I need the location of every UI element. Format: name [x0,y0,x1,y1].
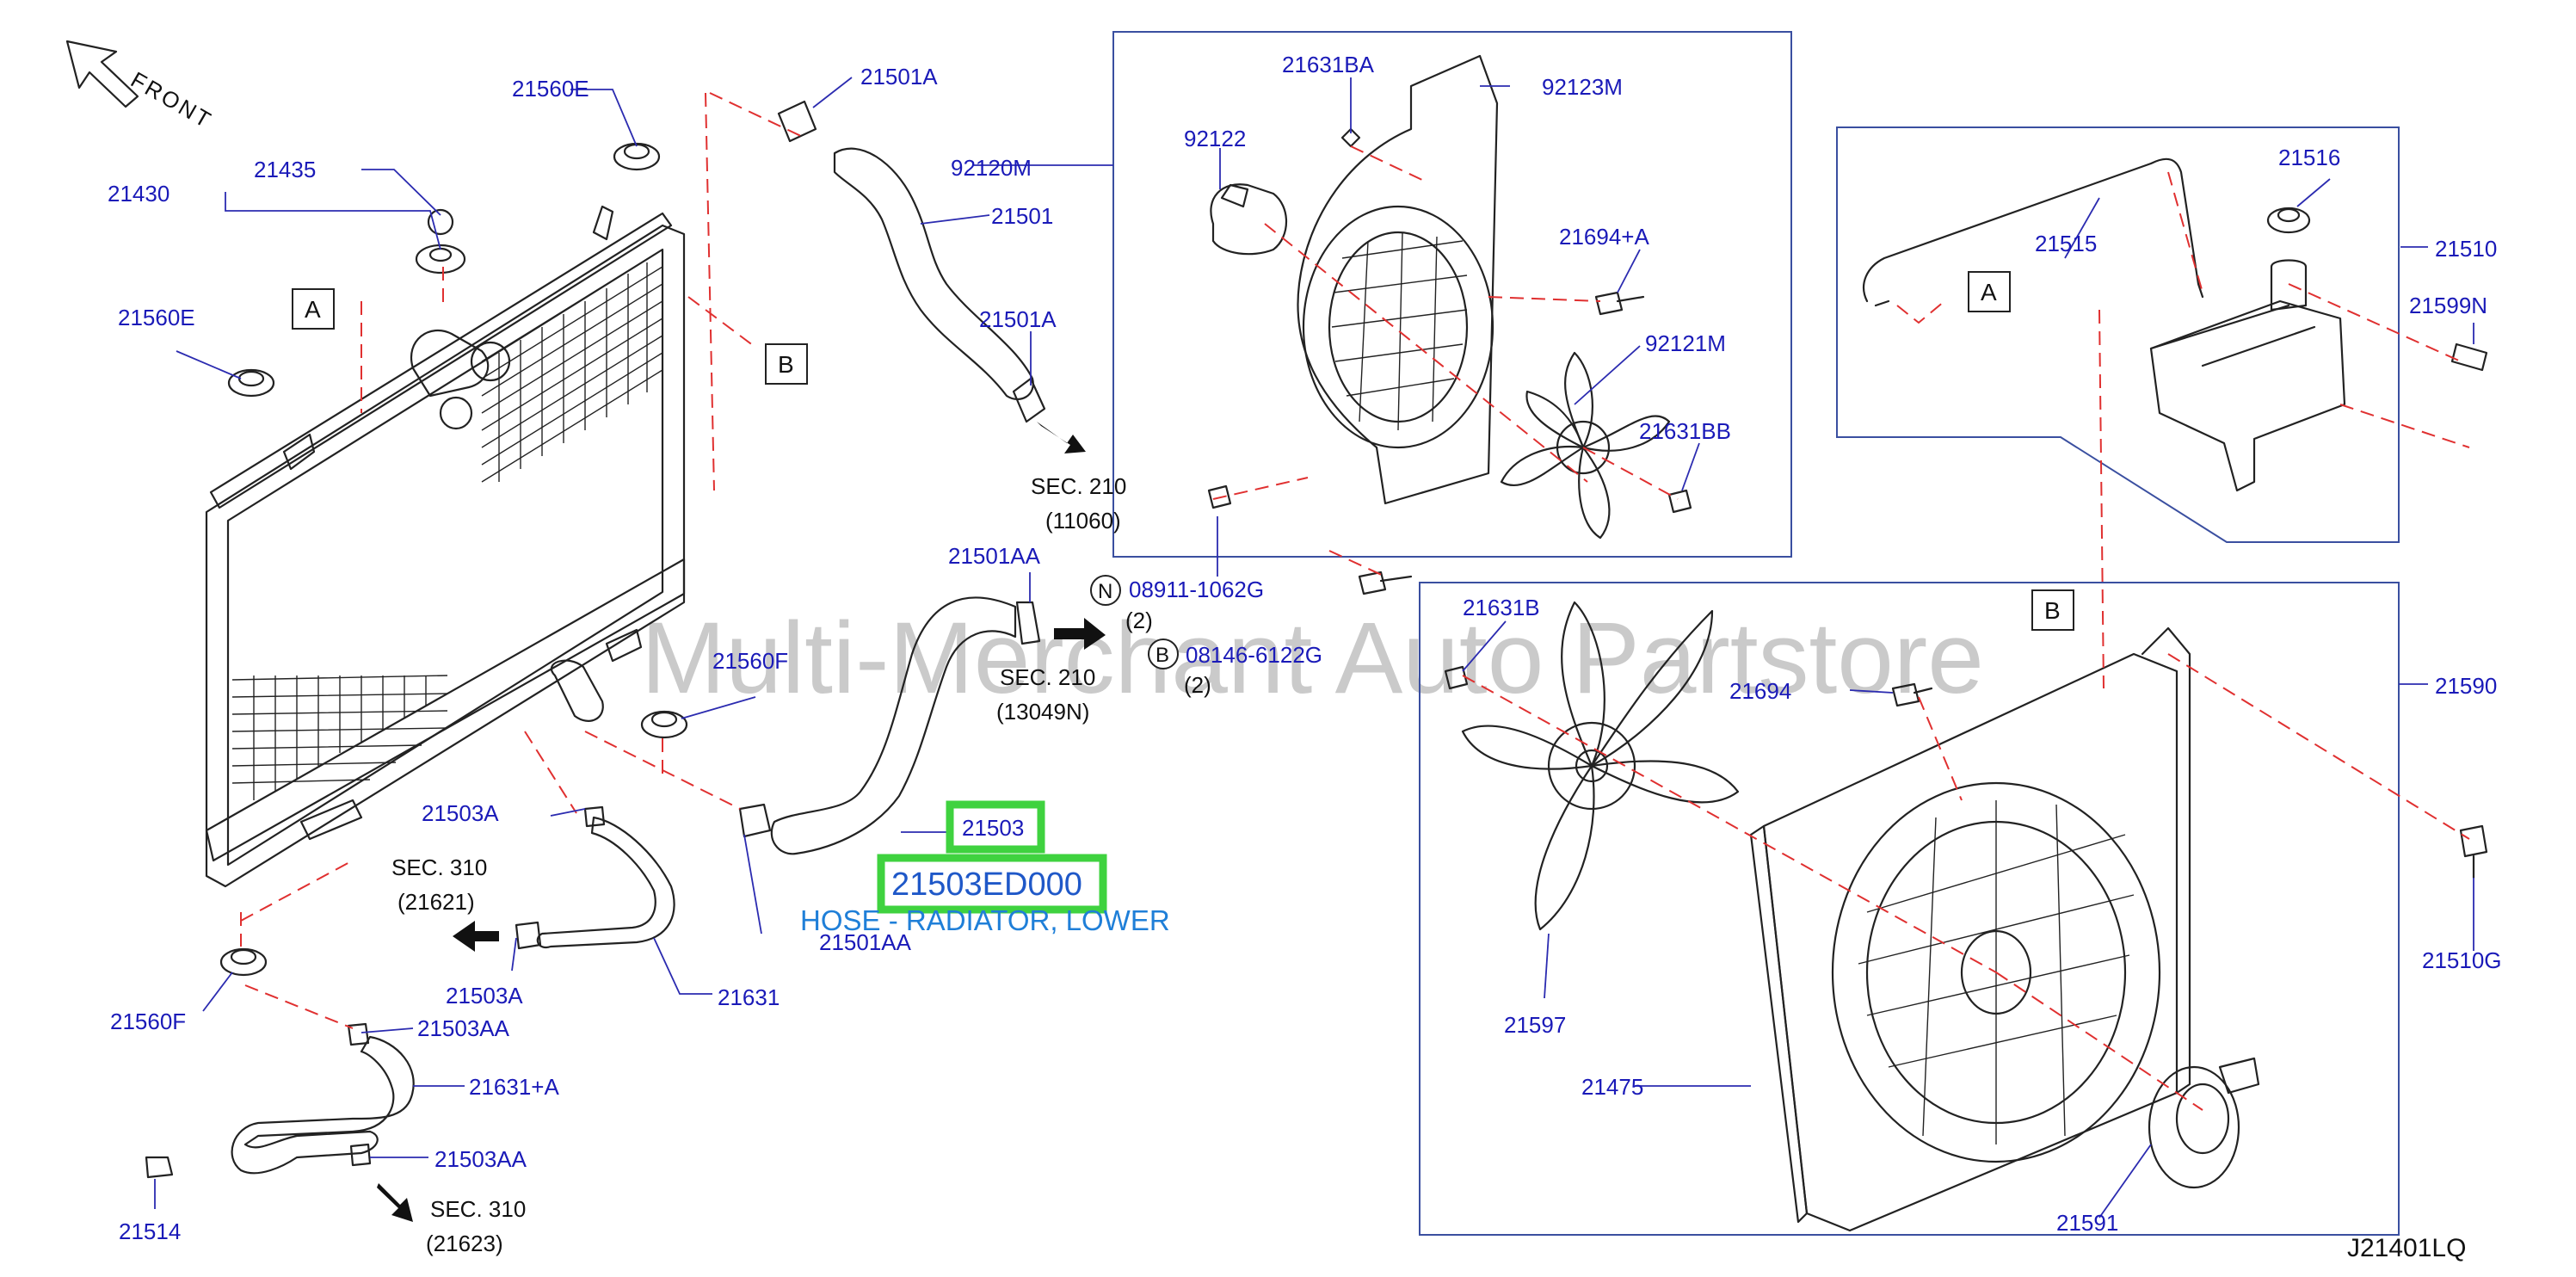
label-21515: 21515 [2035,231,2097,256]
radiator-drawing [205,205,686,888]
label-21503aa-top: 21503AA [417,1015,510,1041]
grommet-21560e-left [227,368,275,398]
reservoir-group-frame [1836,126,2400,543]
sec-210-b-num: (13049N) [996,699,1089,725]
part-description: HOSE - RADIATOR, LOWER [800,904,1170,936]
alignment-dashed-lines [240,92,2470,1111]
label-21631-a: 21631+A [469,1074,559,1100]
label-21430: 21430 [108,181,169,207]
label-21631bb: 21631BB [1639,418,1731,444]
sec-210-b: SEC. 210 [1000,664,1095,690]
main-shroud-drawing [1749,626,2191,1232]
callout-a-left: A [292,288,335,330]
svg-text:B: B [1156,644,1169,667]
section-arrows [377,422,1106,1222]
label-21510: 21510 [2435,236,2497,262]
label-21590: 21590 [2435,673,2497,699]
reservoir-tank-drawing [1863,157,2488,492]
main-fan-group-frame [1419,582,2400,1236]
diagram-code: J21401LQ [2347,1234,2466,1262]
label-21694: 21694 [1729,678,1791,704]
label-21599n: 21599N [2409,293,2487,318]
label-21560e-top: 21560E [512,76,589,102]
grommet-21560e-top [613,142,661,171]
sec-310-b-num: (21623) [426,1231,503,1256]
label-21503aa-bot: 21503AA [434,1146,527,1172]
bolt-drawings [1207,127,1692,595]
label-21501aa-bot: 21501AA [819,929,912,955]
label-21560e-left: 21560E [118,305,195,330]
watermark: Multi-Merchant Auto Partstore [641,601,1984,715]
front-label: FRONT [126,66,218,133]
label-21591: 21591 [2056,1210,2118,1236]
radiator-cap-drawing [415,208,466,275]
grommet-21560f-mid [640,710,688,739]
label-08911-1062g: 08911-1062G [1129,577,1264,602]
label-21631b: 21631B [1463,595,1540,620]
label-08146-6122g: 08146-6122G [1186,642,1322,668]
label-21516: 21516 [2278,145,2340,170]
svg-text:N: N [1098,580,1112,603]
label-21501a-mid: 21501A [979,306,1057,332]
label-92120m: 92120M [951,155,1032,181]
label-21560f-bot: 21560F [110,1009,186,1034]
label-21435: 21435 [254,157,316,182]
svg-text:B: B [2044,597,2061,624]
label-21631: 21631 [718,984,780,1010]
grommet-21560f-bot [219,947,268,977]
label-21501a-top: 21501A [860,64,938,89]
label-21501: 21501 [991,203,1053,229]
label-21503a-top: 21503A [422,800,499,826]
label-92121m: 92121M [1645,330,1726,356]
label-21694-a: 21694+A [1559,224,1649,250]
callout-a-right: A [1968,271,2011,312]
lower-hose-drawing [738,596,1041,855]
front-arrow-icon [65,40,139,108]
small-fan-shroud-drawing [1210,54,1499,505]
main-fan-blade-drawing [1461,601,1740,931]
fan-motor-group-frame [1112,31,1792,558]
leader-lines [154,77,2474,1218]
label-21560f-mid: 21560F [712,648,788,674]
nut-qty: (2) [1125,608,1153,633]
label-21514: 21514 [119,1218,181,1244]
bypass-hose-drawing [145,805,675,1179]
label-92123m: 92123M [1542,74,1623,100]
nut-symbol-icon: N [1090,575,1121,606]
label-92122: 92122 [1184,126,1246,151]
bolt-qty: (2) [1184,672,1211,698]
highlight-box-full-part-number [877,854,1107,914]
main-fan-motor-drawing [1444,665,2488,1189]
sec-210-a: SEC. 210 [1031,473,1126,499]
bolt-symbol-icon: B [1148,638,1179,669]
svg-text:A: A [1981,279,1997,305]
label-21510g: 21510G [2422,947,2502,973]
full-part-number[interactable]: 21503ED000 [891,867,1082,903]
callout-b-right: B [2031,589,2074,631]
svg-text:A: A [305,296,321,323]
svg-text:B: B [778,351,794,378]
sec-310-a: SEC. 310 [391,854,487,880]
highlight-box-part-number [946,800,1045,854]
label-21631ba: 21631BA [1282,52,1375,77]
label-21501aa-top: 21501AA [948,543,1041,569]
callout-b-left: B [765,343,808,385]
sec-310-b: SEC. 310 [430,1196,526,1222]
label-21503-highlighted[interactable]: 21503 [962,815,1024,841]
sec-310-a-num: (21621) [397,889,475,915]
label-21597: 21597 [1504,1012,1566,1038]
small-fan-blade-drawing [1500,351,1671,540]
label-21503a-bot: 21503A [446,983,523,1009]
upper-hose-drawing [777,100,1046,423]
sec-210-a-num: (11060) [1045,508,1121,534]
label-21475: 21475 [1581,1074,1643,1100]
